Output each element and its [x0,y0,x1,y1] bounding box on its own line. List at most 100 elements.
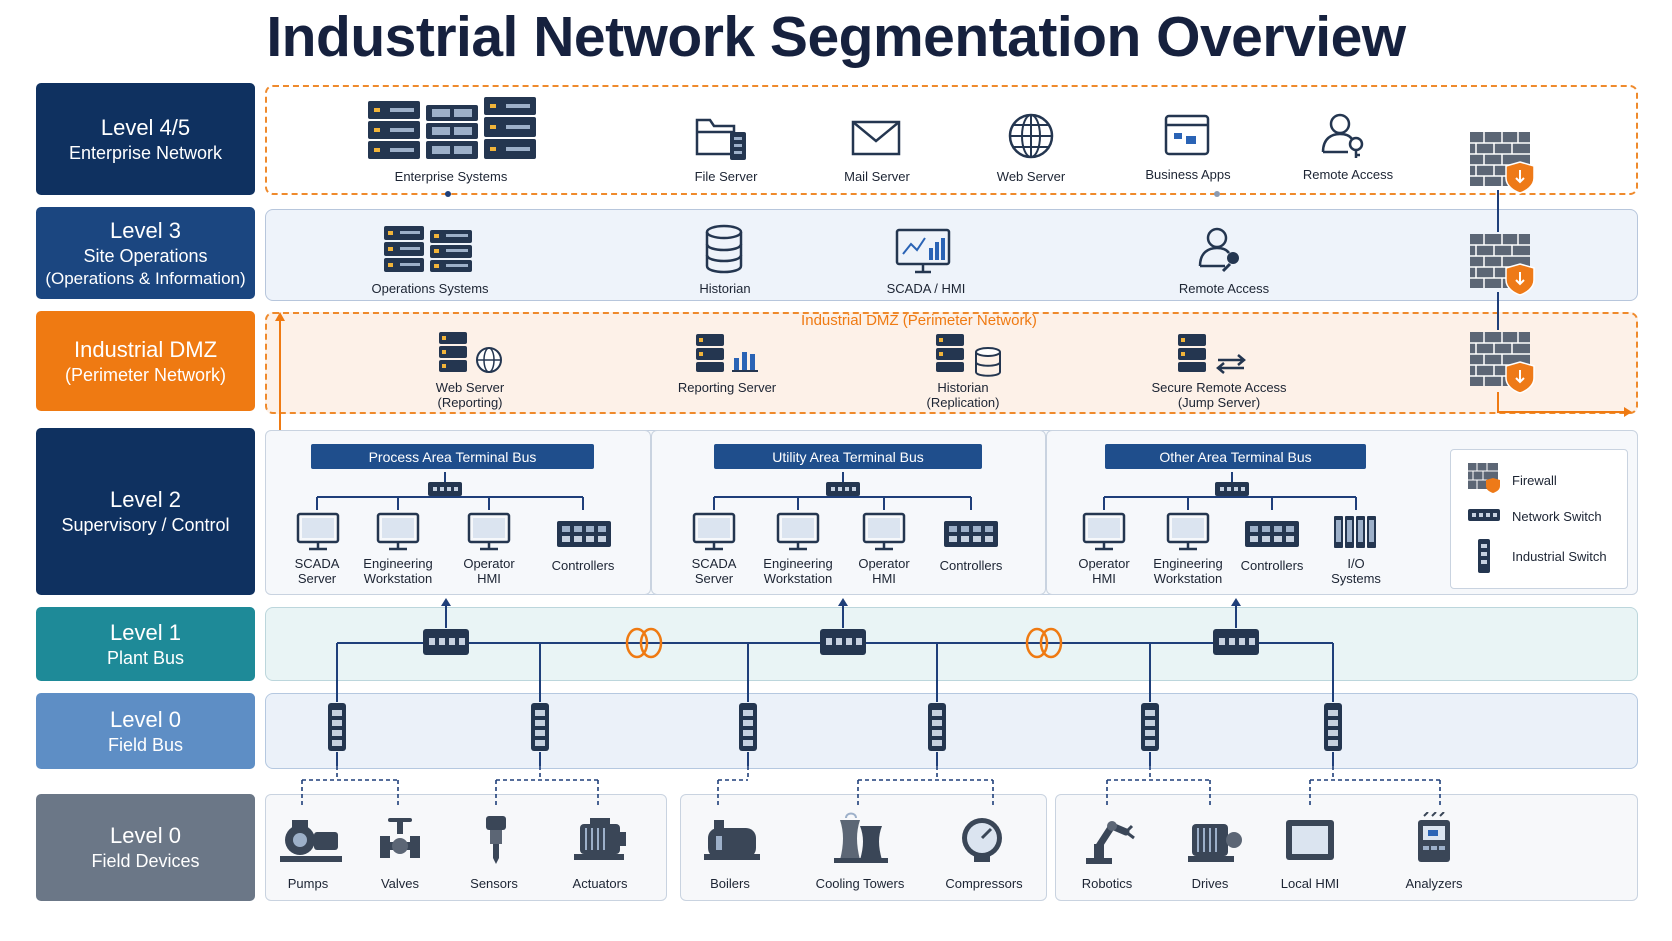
level-label-dmz: Industrial DMZ (Perimeter Network) [36,311,255,411]
monitor-icon [692,512,736,551]
level-label-line: Plant Bus [106,647,185,668]
device-label-line: Operator [1078,556,1130,571]
device-label-line: Controllers [551,558,615,573]
dmz-item-line: Web Server [435,380,505,395]
gauge-icon [962,818,1002,862]
page-title: Industrial Network Segmentation Overview [266,5,1406,69]
firewall-icon [1470,132,1535,194]
level-label-line: Level 2 [110,487,181,512]
device-label-line: Workstation [363,571,433,586]
level-label-line: Level 4/5 [100,114,191,140]
device-label-line: Controllers [1240,558,1304,573]
network-switch-icon [826,482,860,496]
controller-icon [557,521,611,547]
device-label-line: Operator [463,556,515,571]
enterprise-item-label: Web Server [996,169,1066,184]
dmz-item-line: Historian [937,380,989,395]
level-label-line: (Operations & Information) [45,268,246,288]
device-label-line: Workstation [763,571,833,586]
legend-network-switch-label: Network Switch [1512,509,1602,524]
monitor-icon [862,512,906,551]
field-devices-panel-3 [1055,794,1638,901]
monitor-icon [1166,512,1210,551]
valve-icon [380,818,420,858]
coupler-icon [1025,627,1063,659]
level-label-line: Level 3 [110,217,181,243]
level-label-line: Enterprise Network [68,142,223,163]
level-label-fieldbus: Level 0 Field Bus [36,693,255,769]
coupler-icon [625,627,663,659]
enterprise-item-label: Mail Server [844,169,910,184]
site-item-label: SCADA / HMI [886,281,966,296]
pump-icon [280,820,342,862]
network-switch-icon [1213,629,1259,655]
level-label-line: Field Bus [107,734,184,755]
globe-icon [1008,113,1054,159]
dmz-zone-label: Industrial DMZ (Perimeter Network) [801,312,1037,329]
field-device-label: Robotics [1081,876,1133,891]
dmz-item-label: Web Server (Reporting) [436,380,504,410]
dmz-item-line: (Replication) [926,395,1000,410]
level-label-supervisory: Level 2 Supervisory / Control [36,428,255,595]
boiler-icon [704,820,760,860]
device-label: Controllers [940,558,1003,573]
drive-icon [1188,824,1242,862]
device-label-line: Controllers [939,558,1003,573]
device-label-line: Systems [1331,571,1381,586]
utility-area-bus: Utility Area Terminal Bus [714,444,982,469]
sensor-icon [486,816,506,864]
dmz-item-label: Historian (Replication) [927,380,1000,410]
field-device-label: Actuators [572,876,628,891]
server-globe-icon [439,332,502,373]
enterprise-item-label: Business Apps [1145,167,1231,182]
monitor-icon [467,512,511,551]
dmz-item-label: Reporting Server [678,380,776,395]
site-item-label: Historian [699,281,751,296]
industrial-switch-icon [1324,703,1342,751]
device-label-line: Engineering [1153,556,1223,571]
device-label-line: Server [694,571,734,586]
site-zone [265,209,1638,301]
analyzer-icon [1418,812,1450,862]
level-label-line: Field Devices [91,851,200,871]
controller-icon [944,521,998,547]
level-label-enterprise: Level 4/5 Enterprise Network [36,83,255,195]
network-switch-icon [428,482,462,496]
field-device-label: Pumps [287,876,329,891]
level-label-line: Supervisory / Control [61,515,230,535]
site-item-label: Operations Systems [371,281,489,296]
monitor-icon [296,512,340,551]
industrial-switch-icon [739,703,757,751]
monitor-icon [776,512,820,551]
monitor-icon [1082,512,1126,551]
device-label-line: HMI [1092,571,1116,586]
firewall-icon [1468,463,1500,493]
site-item-label: Remote Access [1178,281,1270,296]
fieldbus-zone [265,693,1638,769]
device-label-line: SCADA [294,556,340,571]
field-device-label: Cooling Towers [815,876,905,891]
level-label-line: Site Operations [83,245,208,266]
server-transfer-icon [1178,334,1246,374]
legend-industrial-switch-label: Industrial Switch [1512,549,1607,564]
field-device-label: Analyzers [1405,876,1463,891]
dmz-item-line: Secure Remote Access [1151,380,1287,395]
device-label-line: SCADA [691,556,737,571]
field-device-label: Drives [1191,876,1229,891]
industrial-switch-icon [1141,703,1159,751]
industrial-switch-icon [928,703,946,751]
enterprise-item-label: Enterprise Systems [394,169,508,184]
robot-arm-icon [1086,821,1135,864]
actuator-icon [574,818,626,860]
server-rack-icon [368,97,536,159]
controller-icon [1245,521,1299,547]
legend-firewall-label: Firewall [1512,473,1557,488]
